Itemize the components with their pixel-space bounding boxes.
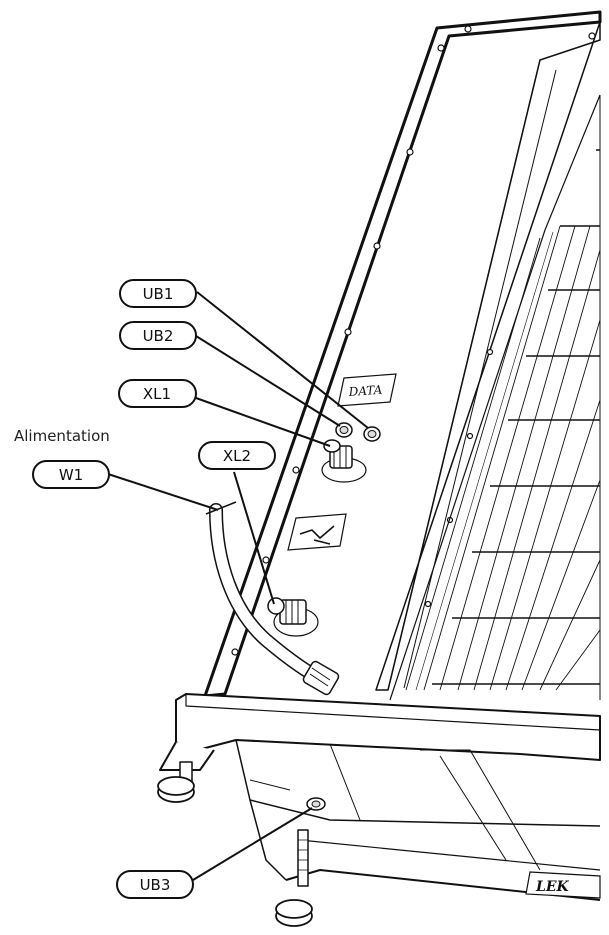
data-plate-sticker: DATA: [337, 373, 397, 407]
air-grille: [389, 94, 601, 701]
adjustable-foot-right: [275, 829, 313, 927]
xl1-connector: [321, 439, 367, 483]
supply-label: Alimentation: [14, 427, 110, 445]
svg-text:UB1: UB1: [143, 285, 174, 303]
brand-plate-text: LEK: [535, 879, 570, 895]
unit-body: [203, 10, 602, 698]
xl2-connector: [267, 597, 319, 637]
callout-w1: W1: [32, 460, 110, 489]
leader-lines: [107, 291, 369, 881]
adjustable-foot-left: [157, 761, 195, 803]
brand-plate: LEK: [525, 871, 601, 899]
ub2-cable-gland: [335, 422, 353, 438]
ub1-cable-gland: [363, 426, 381, 442]
base-frame: [157, 693, 601, 927]
w1-supply-hose: [205, 501, 340, 696]
data-plate-text: DATA: [347, 383, 383, 399]
callout-xl1: XL1: [118, 379, 197, 408]
svg-text:UB3: UB3: [140, 876, 171, 894]
warning-sticker: [287, 513, 347, 551]
callout-ub1: UB1: [119, 279, 197, 308]
callout-ub2: UB2: [119, 321, 197, 350]
callout-ub3: UB3: [116, 870, 194, 899]
svg-text:XL2: XL2: [223, 447, 251, 465]
callout-xl2: XL2: [198, 441, 276, 470]
svg-text:XL1: XL1: [143, 385, 171, 403]
connections: [267, 422, 381, 637]
ub3-drain-hole: [306, 797, 326, 811]
svg-text:W1: W1: [59, 466, 83, 484]
svg-text:UB2: UB2: [143, 327, 174, 345]
